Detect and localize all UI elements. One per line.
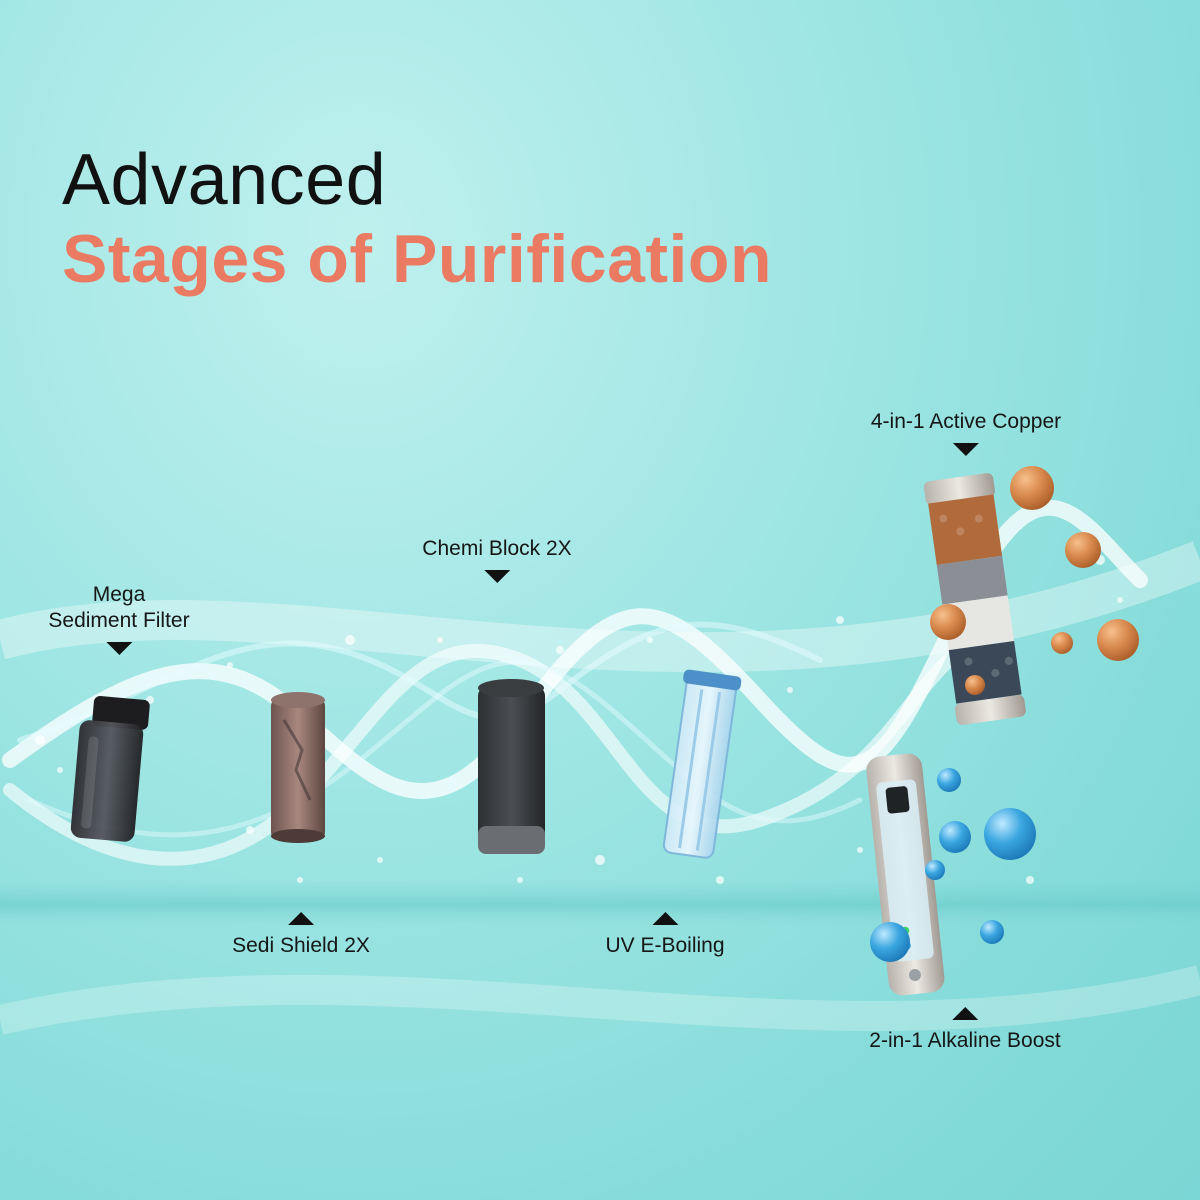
arrow-up-icon <box>951 1007 978 1020</box>
label-mega-line2: Sediment Filter <box>48 609 190 632</box>
label-chemi-text: Chemi Block 2X <box>422 537 572 560</box>
label-active-copper: 4-in-1 Active Copper <box>871 409 1061 456</box>
water-droplets <box>35 555 1123 884</box>
arrow-up-icon <box>287 912 314 925</box>
label-mega-line1: Mega <box>92 583 146 606</box>
label-chemi-block: Chemi Block 2X <box>422 536 572 583</box>
label-copper-text: 4-in-1 Active Copper <box>870 410 1062 433</box>
label-uv-boiling: UV E-Boiling <box>605 912 725 959</box>
mega-sediment-filter <box>70 696 150 842</box>
sedi-shield-filter <box>271 692 325 843</box>
active-copper-filter <box>923 473 1026 725</box>
light-sweep-lower <box>0 965 1200 1035</box>
label-uv-text: UV E-Boiling <box>605 934 725 957</box>
arrow-up-icon <box>652 912 678 925</box>
chemi-block-filter <box>478 679 545 854</box>
label-sedi-text: Sedi Shield 2X <box>232 934 370 957</box>
label-alkaline-text: 2-in-1 Alkaline Boost <box>869 1029 1061 1052</box>
page-title: Advanced Stages of Purification <box>62 140 772 298</box>
uv-eboiling-filter <box>662 669 742 859</box>
title-line-stages: Stages of Purification <box>62 221 772 297</box>
arrow-down-icon <box>952 443 979 456</box>
alkaline-balls <box>870 768 1036 962</box>
label-mega-sediment: Mega Sediment Filter <box>48 582 190 655</box>
label-alkaline-boost: 2-in-1 Alkaline Boost <box>869 1007 1061 1054</box>
arrow-down-icon <box>483 570 510 583</box>
copper-balls <box>930 466 1139 695</box>
arrow-down-icon <box>106 642 132 655</box>
label-sedi-shield: Sedi Shield 2X <box>232 912 370 959</box>
title-line-advanced: Advanced <box>62 140 387 220</box>
floor-band <box>0 880 1200 930</box>
